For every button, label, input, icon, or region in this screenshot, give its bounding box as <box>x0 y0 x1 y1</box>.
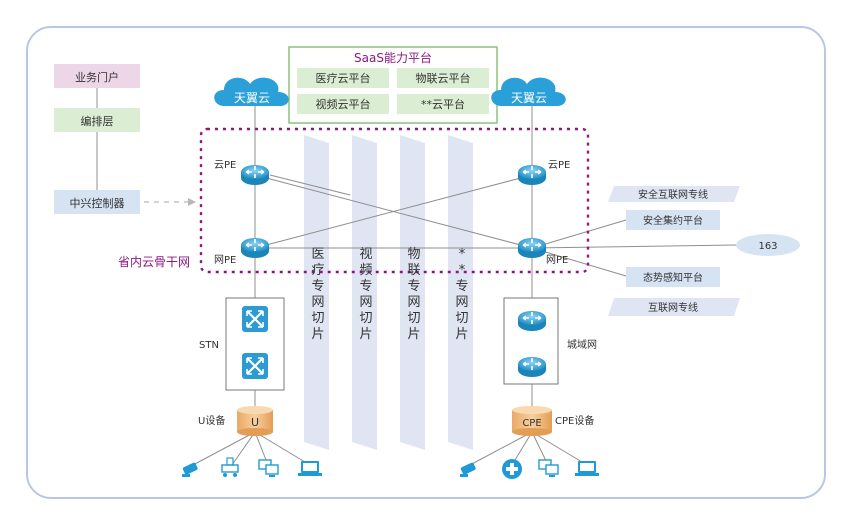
right-endpoints <box>460 459 599 479</box>
cloud-right-icon: 天翼云 <box>491 77 566 106</box>
slice-labels: 医疗专网切片 视频专网切片 物联专网切片 **专网切片 <box>311 247 468 342</box>
security-platform-label: 安全集约平台 <box>643 214 703 227</box>
saas-item-medical-label: 医疗云平台 <box>316 71 371 85</box>
laptop-icon[interactable] <box>298 461 322 476</box>
portal-box[interactable] <box>54 64 140 88</box>
internet-163-ellipse[interactable] <box>736 234 800 256</box>
u-device-icon[interactable]: U <box>237 406 273 436</box>
slice-label-0: 医疗专网切片 <box>311 247 324 342</box>
left-endpoints <box>182 457 322 477</box>
metro-label: 城域网 <box>567 338 597 351</box>
laptop-icon[interactable] <box>575 461 599 476</box>
slice-label-1: 视频专网切片 <box>359 247 372 342</box>
portal-label: 业务门户 <box>75 70 119 84</box>
slice-band-video <box>352 135 377 450</box>
saas-item-iot[interactable] <box>397 68 489 88</box>
right-services: 安全互联网专线 安全集约平台 163 态势感知平台 互联网专线 <box>608 186 800 316</box>
situation-platform-label: 态势感知平台 <box>643 271 703 284</box>
net-pe-right-router-icon[interactable] <box>517 237 547 259</box>
cpe-device-symbol-label: CPE <box>522 418 541 429</box>
u-device-symbol-label: U <box>251 416 259 429</box>
security-line-box[interactable] <box>608 186 740 202</box>
u-device-label: U设备 <box>198 414 225 427</box>
stn-group: STN <box>199 297 285 391</box>
controller-box[interactable] <box>54 190 140 214</box>
metro-router-1-icon[interactable] <box>517 310 547 332</box>
camera-icon[interactable] <box>182 462 198 477</box>
slice-label-3: **专网切片 <box>455 247 468 342</box>
internet-163-label: 163 <box>758 241 777 252</box>
saas-item-other-label: **云平台 <box>421 97 465 111</box>
camera-icon[interactable] <box>460 462 476 477</box>
cloud-pe-left-label: 云PE <box>214 160 236 171</box>
saas-item-other[interactable] <box>397 94 489 114</box>
saas-item-video[interactable] <box>297 94 389 114</box>
cloud-pe-left-router-icon[interactable] <box>240 164 270 186</box>
saas-title: SaaS能力平台 <box>354 50 432 65</box>
security-line-label: 安全互联网专线 <box>638 188 708 201</box>
slice-label-2: 物联专网切片 <box>407 247 420 342</box>
slice-band-iot <box>400 135 425 450</box>
medical-cross-icon[interactable] <box>502 459 522 479</box>
cloud-left-icon: 天翼云 <box>214 77 289 106</box>
cloud-right-label: 天翼云 <box>511 91 547 105</box>
stn-label: STN <box>199 340 219 351</box>
stn-switch-1-icon[interactable] <box>240 304 270 334</box>
slice-band-other <box>448 135 473 450</box>
saas-item-video-label: 视频云平台 <box>316 97 371 111</box>
net-pe-left-label: 网PE <box>214 254 236 266</box>
desktop-computers-icon[interactable] <box>538 459 559 477</box>
cloud-left-label: 天翼云 <box>234 91 270 105</box>
cloud-pe-right-label: 云PE <box>548 160 570 171</box>
internet-line-box[interactable] <box>608 298 740 316</box>
net-pe-right-label: 网PE <box>546 254 568 266</box>
slice-bands <box>304 135 473 450</box>
desktop-computers-icon[interactable] <box>258 459 279 477</box>
saas-item-medical[interactable] <box>297 68 389 88</box>
security-platform-box[interactable] <box>626 210 720 230</box>
saas-platform: SaaS能力平台 医疗云平台 物联云平台 视频云平台 **云平台 <box>288 46 498 124</box>
cpe-device-label: CPE设备 <box>555 414 594 427</box>
controller-label: 中兴控制器 <box>70 196 125 210</box>
saas-item-iot-label: 物联云平台 <box>416 71 471 85</box>
orchestration-box[interactable] <box>54 108 140 132</box>
backbone-label: 省内云骨干网 <box>118 255 190 269</box>
slice-band-medical <box>304 135 329 450</box>
cpe-device-icon[interactable]: CPE <box>512 406 552 436</box>
metro-group: 城域网 <box>503 297 597 385</box>
stn-switch-2-icon[interactable] <box>240 351 270 381</box>
metro-router-2-icon[interactable] <box>517 356 547 378</box>
net-pe-left-router-icon[interactable] <box>240 237 270 259</box>
left-stack: 业务门户 编排层 中兴控制器 <box>54 64 140 214</box>
cloud-pe-right-router-icon[interactable] <box>517 164 547 186</box>
backbone-boundary <box>199 127 590 274</box>
internet-line-label: 互联网专线 <box>648 301 698 314</box>
controller-arrow <box>144 198 196 206</box>
situation-platform-box[interactable] <box>626 267 720 287</box>
medical-cart-icon[interactable] <box>221 457 239 477</box>
orchestration-label: 编排层 <box>81 114 114 128</box>
